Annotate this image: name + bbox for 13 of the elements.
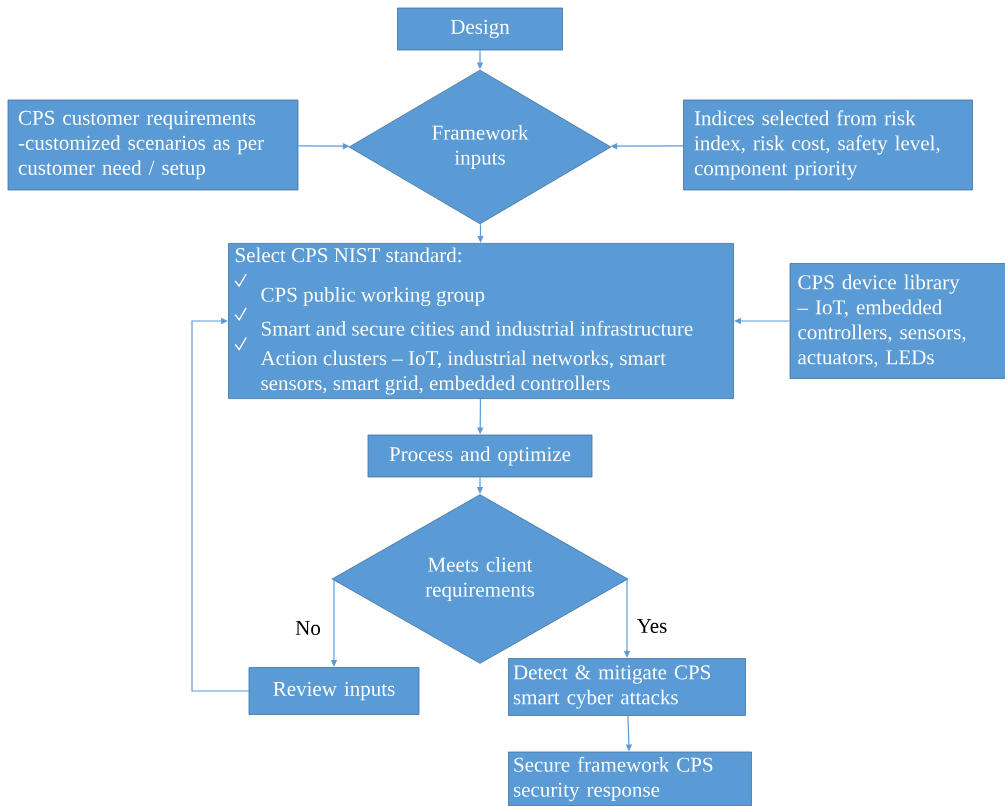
- process-box: CPS customer requirements -customized scenarios as per customer need / setup: [7, 99, 299, 191]
- process-box: Secure framework CPS security response: [508, 751, 752, 806]
- process-box: Design: [397, 7, 563, 51]
- edge-label: Yes: [636, 619, 667, 633]
- edge-label: No: [295, 621, 321, 635]
- process-box: Select CPS NIST standard: CPS public working group Smart and secure cities and industrial infrastructure Action clusters – IoT, industrial networks, smart sensors, smart grid, embedded controllers: [228, 243, 734, 399]
- arrow: [477, 223, 484, 243]
- process-box: CPS device library – IoT, embedded controllers, sensors, actuators, LEDs: [789, 263, 1005, 379]
- process-box: Detect & mitigate CPS smart cyber attacks: [508, 658, 746, 716]
- process-box: Review inputs: [248, 667, 420, 715]
- process-box: Process and optimize: [367, 434, 593, 478]
- process-box: Indices selected from risk index, risk cost, safety level, component priority: [683, 99, 973, 191]
- arrow: [191, 317, 250, 692]
